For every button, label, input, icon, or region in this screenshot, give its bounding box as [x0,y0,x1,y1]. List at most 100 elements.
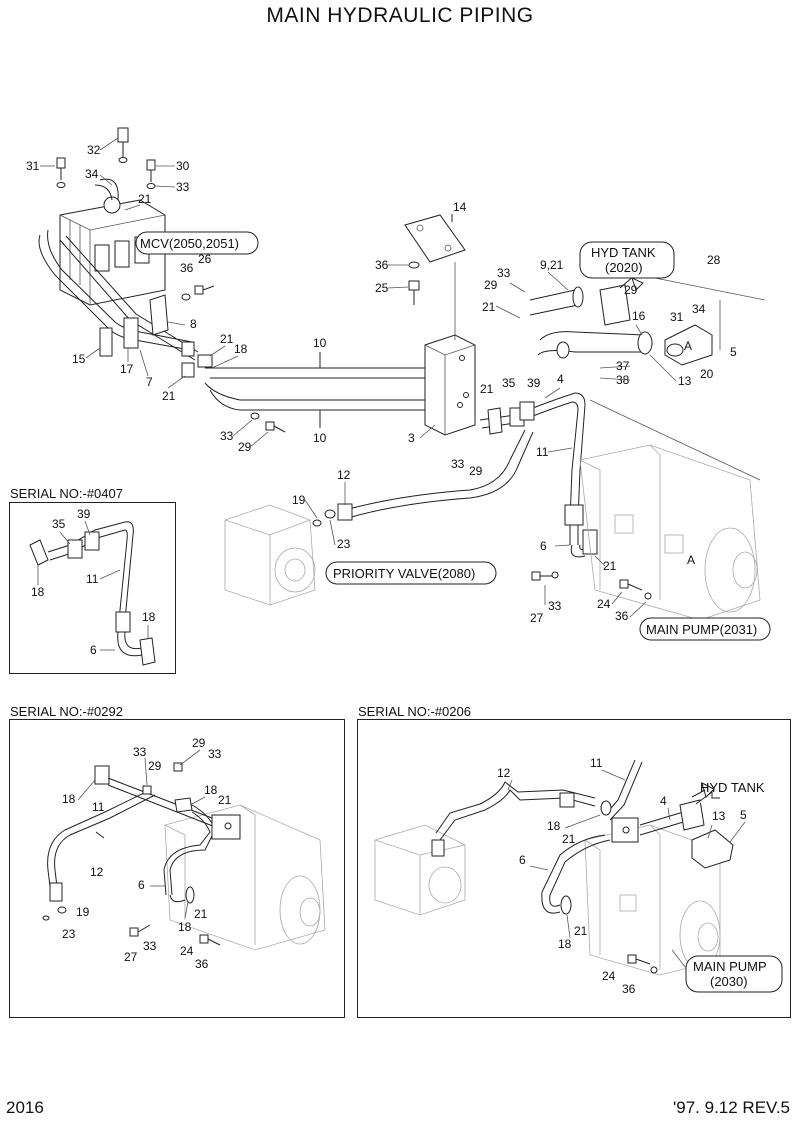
mcv-callout-text: MCV(2050,2051) [140,236,239,251]
manifold-block-3 [424,334,476,436]
callout-main-pump: MAIN PUMP(2031) [639,617,771,641]
box-c-label-21b: 21 [574,924,588,938]
label-3: 3 [408,431,415,445]
label-11: 11 [536,445,549,459]
label-34: 34 [85,167,99,181]
label-18: 18 [234,342,248,356]
box-c-label-12: 12 [497,766,511,780]
box-a-label-6: 6 [90,643,97,657]
serial-label-0292: SERIAL NO:-#0292 [10,704,123,719]
page-number: 2016 [6,1098,44,1117]
hyd-tank-text: HYD TANK [591,245,656,260]
box-a-label-35: 35 [52,517,66,531]
main-pump-c-text: MAIN PUMP [693,959,767,974]
label-29c: 29 [624,283,638,297]
label-33c: 33 [497,266,511,280]
label-9-21: 9,21 [540,258,564,272]
box-a-label-11: 11 [86,572,99,586]
label-17: 17 [120,362,134,376]
label-5: 5 [730,345,737,359]
label-29b: 29 [484,278,498,292]
label-21b: 21 [162,389,176,403]
serial-label-0206: SERIAL NO:-#0206 [358,704,471,719]
priority-valve-text: PRIORITY VALVE(2080) [333,566,475,581]
box-c-label-18a: 18 [547,819,561,833]
box-a-label-18b: 18 [142,610,156,624]
main-pump-outline [579,274,766,621]
box-b-label-29a: 29 [148,759,162,773]
label-8: 8 [190,317,197,331]
label-38: 38 [616,373,630,387]
page-title: MAIN HYDRAULIC PIPING [266,4,534,27]
main-leader-lines [40,137,677,618]
box-c-label-24: 24 [602,969,616,983]
label-33d: 33 [451,457,465,471]
callout-mcv: MCV(2050,2051) [135,231,259,255]
label-35: 35 [502,376,516,390]
box-b-label-18b: 18 [204,783,218,797]
label-10b: 10 [313,431,327,445]
label-36c: 36 [615,609,629,623]
box-c-label-36: 36 [622,982,636,996]
label-31: 31 [26,159,40,173]
callout-priority-valve: PRIORITY VALVE(2080) [325,561,497,585]
label-33: 33 [176,180,190,194]
label-36b: 36 [375,258,389,272]
label-13: 13 [678,374,692,388]
label-26: 26 [198,252,212,266]
label-14: 14 [453,200,467,214]
label-12: 12 [337,468,351,482]
box-c-label-18b: 18 [558,937,572,951]
box-b-label-18a: 18 [62,792,76,806]
box-b-label-6: 6 [138,878,145,892]
box-a-drawing: 35 39 18 11 18 6 [29,507,156,666]
label-33e: 33 [548,599,562,613]
label-view-a2: A [684,339,692,353]
box-c-drawing: 11 12 4 13 5 18 21 6 18 21 24 36 [374,756,747,996]
main-part-labels: 31 32 30 34 33 21 36 26 8 15 17 7 21 21 … [26,143,737,625]
label-29a: 29 [238,440,252,454]
label-36: 36 [180,261,194,275]
box-b-label-18c: 18 [178,920,192,934]
bracket-14 [404,214,466,340]
pipes-10 [204,352,430,428]
box-b-label-36: 36 [195,957,209,971]
label-30: 30 [176,159,190,173]
box-c-label-5: 5 [740,808,747,822]
box-a-label-18a: 18 [31,585,45,599]
label-37: 37 [616,359,630,373]
label-10a: 10 [313,336,327,350]
revision-date: '97. 9.12 REV.5 [673,1098,790,1117]
serial-box-0407 [9,502,176,674]
box-c-label-21a: 21 [562,832,576,846]
box-b-label-29b: 29 [192,736,206,750]
label-16: 16 [632,309,646,323]
pipe-4-11 [479,392,598,558]
box-c-label-4: 4 [660,794,667,808]
serial-label-0407: SERIAL NO:-#0407 [10,486,123,501]
callout-hyd-tank-c: HYD TANK [700,780,765,795]
hyd-tank-code: (2020) [605,260,643,275]
box-b-label-33b: 33 [208,747,222,761]
label-25: 25 [375,281,389,295]
box-b-drawing: 33 29 29 33 18 11 18 21 12 6 18 21 19 23… [42,736,326,971]
serial-box-0292 [9,719,345,1018]
box-b-label-11: 11 [92,800,105,814]
box-b-label-12: 12 [90,865,104,879]
box-b-label-19: 19 [76,905,90,919]
label-21f: 21 [603,559,617,573]
label-view-a: A [687,553,695,567]
pump-bolts [531,571,652,600]
box-a-label-39: 39 [77,507,91,521]
label-29d: 29 [469,464,483,478]
bolts-25-36 [408,261,420,305]
box-c-label-11: 11 [590,756,603,770]
pipe-12 [312,429,534,527]
callout-hyd-tank: HYD TANK (2020) [579,241,675,279]
box-b-label-33c: 33 [143,939,157,953]
label-31b: 31 [670,310,684,324]
label-34b: 34 [692,302,706,316]
priority-valve-outline [224,504,316,606]
box-b-label-27: 27 [124,950,138,964]
